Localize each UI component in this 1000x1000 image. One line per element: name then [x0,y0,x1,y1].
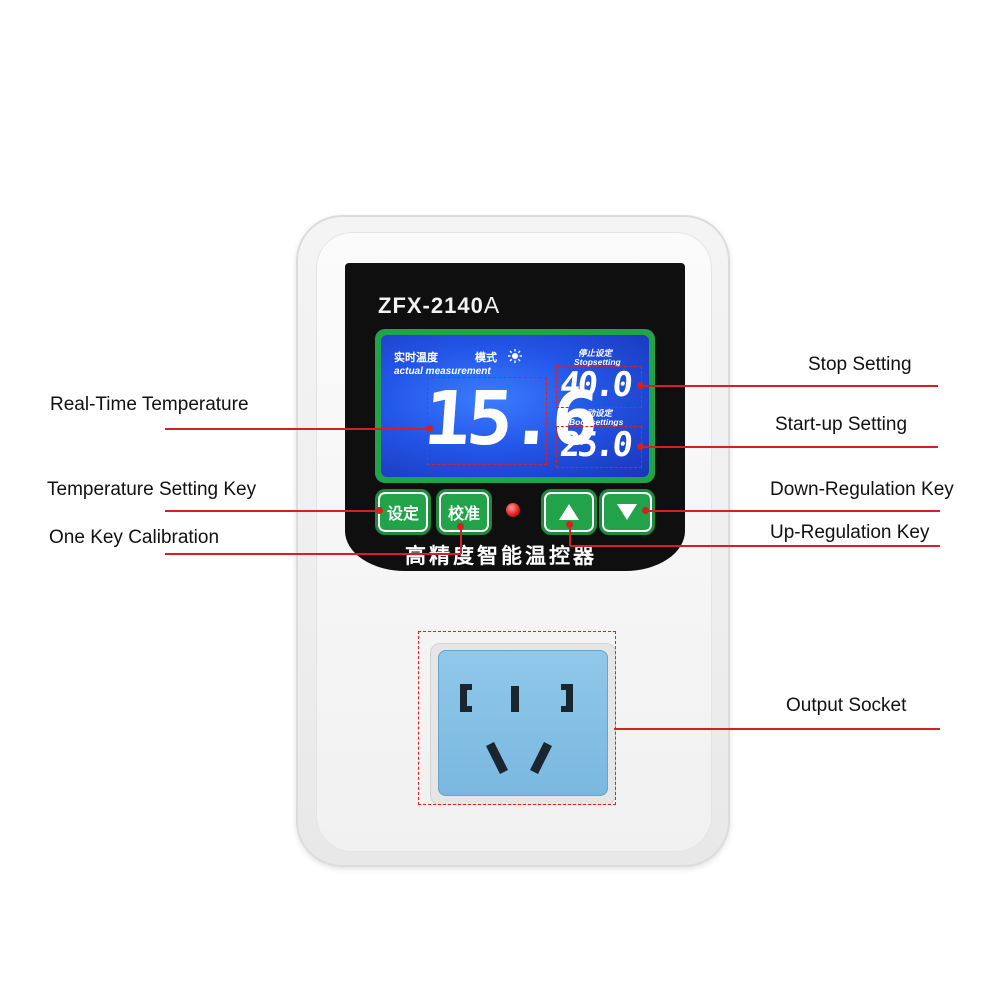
one-key-calibration-pin [457,523,464,530]
set-button-label: 设定 [386,506,419,523]
realtime-label-cn: 实时温度 [394,352,438,364]
arrow-down-icon [617,504,637,520]
boot-label-en: Boot settings [569,417,624,427]
realtime-temperature-pin [426,425,433,432]
startup-setting-label: Start-up Setting [775,414,908,435]
realtime-highlight-box [427,377,547,465]
output-socket-label: Output Socket [786,695,907,716]
boot-label-cn: 启动设定 [578,408,613,418]
socket-highlight-box [418,631,616,805]
calibrate-button-label: 校准 [447,506,480,523]
down-regulation-label: Down-Regulation Key [770,479,954,500]
stop-setting-label: Stop Setting [808,354,912,375]
stop-setting-pin [637,382,644,389]
one-key-calibration-line-vertical [460,526,462,554]
set-button[interactable]: 设定 [375,489,431,535]
boot-setting-value: 25.0 [557,425,632,465]
model-number-text: ZFX-2140 [378,293,484,318]
up-regulation-line-vertical [569,524,571,546]
startup-setting-pin [637,443,644,450]
realtime-temperature-label: Real-Time Temperature [50,394,249,415]
model-number: ZFX-2140A [378,292,499,319]
actual-measurement-label: actual measurement [394,366,491,377]
sun-icon [508,349,522,363]
arrow-up-icon [559,504,579,520]
mode-label-cn: 模式 [475,352,497,364]
one-key-calibration-line [165,553,461,555]
stop-setting-line [640,385,938,387]
temperature-setting-key-pin [376,507,383,514]
startup-setting-line [640,446,938,448]
temperature-setting-key-line [165,510,379,512]
temperature-setting-key-label: Temperature Setting Key [47,479,257,500]
down-regulation-pin [642,507,649,514]
realtime-temperature-line [165,428,430,430]
output-socket-line [614,728,940,730]
calibrate-button[interactable]: 校准 [436,489,492,535]
stop-setting-value: 40.0 [557,365,632,405]
stop-label-en: Stopsetting [574,357,621,367]
stop-label-cn: 停止设定 [578,348,613,358]
one-key-calibration-label: One Key Calibration [49,527,220,548]
up-regulation-label: Up-Regulation Key [770,522,930,543]
status-led [506,503,520,517]
down-regulation-line [645,510,940,512]
model-suffix: A [483,292,500,318]
product-name: 高精度智能温控器 [405,543,597,568]
socket-holes-icon [460,684,573,774]
output-socket [438,650,608,796]
up-regulation-pin [566,521,573,528]
up-regulation-line [570,545,940,547]
